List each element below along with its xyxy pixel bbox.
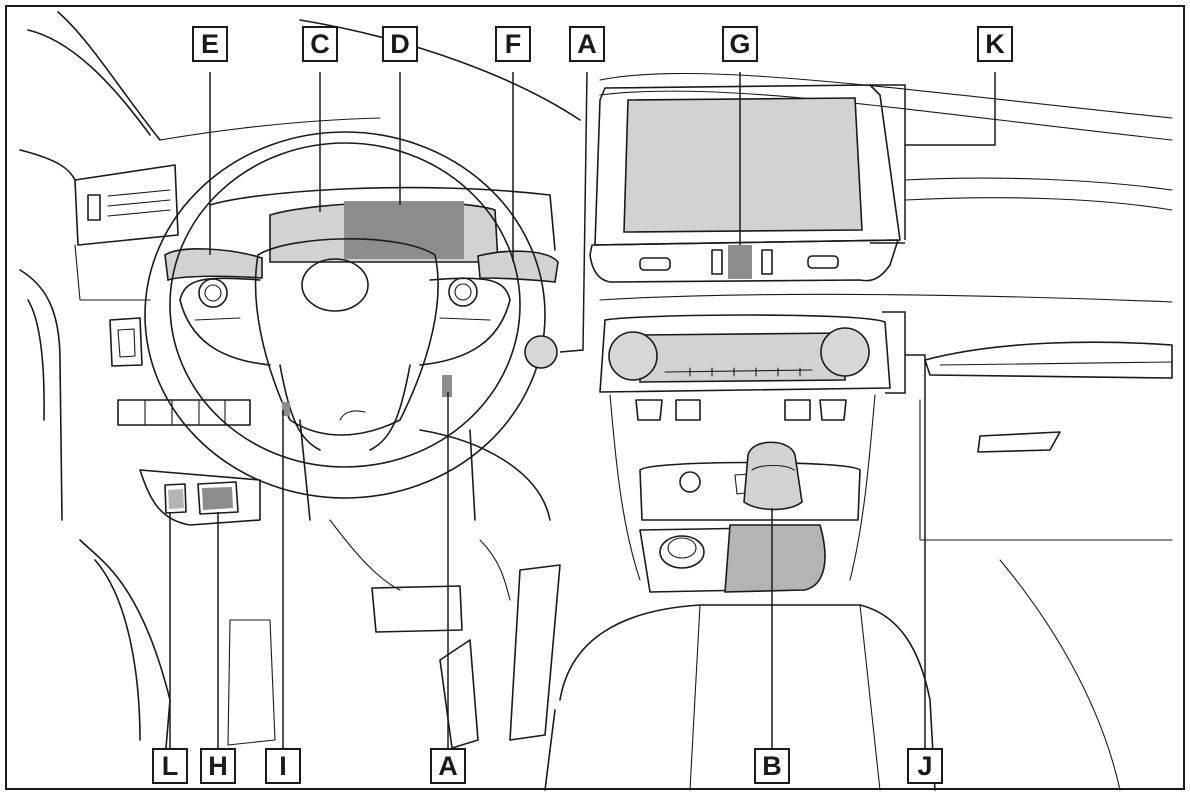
climate-panel [599, 314, 891, 393]
callout-d: D [382, 26, 418, 62]
passenger-dash-trim [924, 341, 1173, 379]
a-pillar-left [27, 29, 151, 136]
leader-j-bracket [882, 311, 906, 394]
multimedia-screen [623, 97, 863, 233]
center-vent-row [589, 239, 899, 283]
callout-j: J [907, 748, 943, 784]
callout-a-bottom: A [430, 748, 466, 784]
callout-e: E [192, 26, 228, 62]
shift-lever [743, 441, 803, 511]
leader-j [905, 354, 926, 748]
steering-hub [254, 238, 439, 436]
callout-k: K [977, 26, 1013, 62]
brake-pedal [371, 585, 463, 633]
leader-k [870, 72, 996, 146]
left-air-vent [74, 164, 179, 246]
steering-wheel-outer [144, 131, 546, 499]
climate-knob-left [608, 331, 658, 381]
leader-a-top [559, 71, 588, 353]
drive-mode-dial [659, 535, 705, 569]
switch-l [164, 483, 187, 514]
switch-h [197, 481, 239, 515]
callout-h: H [200, 748, 236, 784]
shift-boot [725, 525, 825, 592]
brand-emblem [301, 258, 369, 312]
glovebox-handle [977, 431, 1061, 453]
multi-info-display [344, 201, 464, 259]
cluster-hood [209, 186, 556, 251]
column-switch [442, 375, 452, 397]
callout-l: L [152, 748, 188, 784]
callout-g: G [722, 26, 758, 62]
hazard-switch [728, 245, 752, 279]
engine-switch [524, 335, 558, 369]
frame-border [5, 5, 1185, 790]
callout-a-top: A [569, 26, 605, 62]
right-lever [477, 250, 559, 283]
callout-i: I [265, 748, 301, 784]
callout-b: B [754, 748, 790, 784]
steering-wheel-inner [169, 142, 521, 468]
accelerator-pedal [509, 564, 561, 741]
left-lever [164, 248, 263, 282]
climate-display [639, 332, 846, 383]
callout-f: F [495, 26, 531, 62]
switch-panel-left [117, 399, 251, 426]
callout-c: C [302, 26, 338, 62]
climate-knob-right [820, 327, 870, 377]
dash-top-right [599, 72, 1173, 119]
